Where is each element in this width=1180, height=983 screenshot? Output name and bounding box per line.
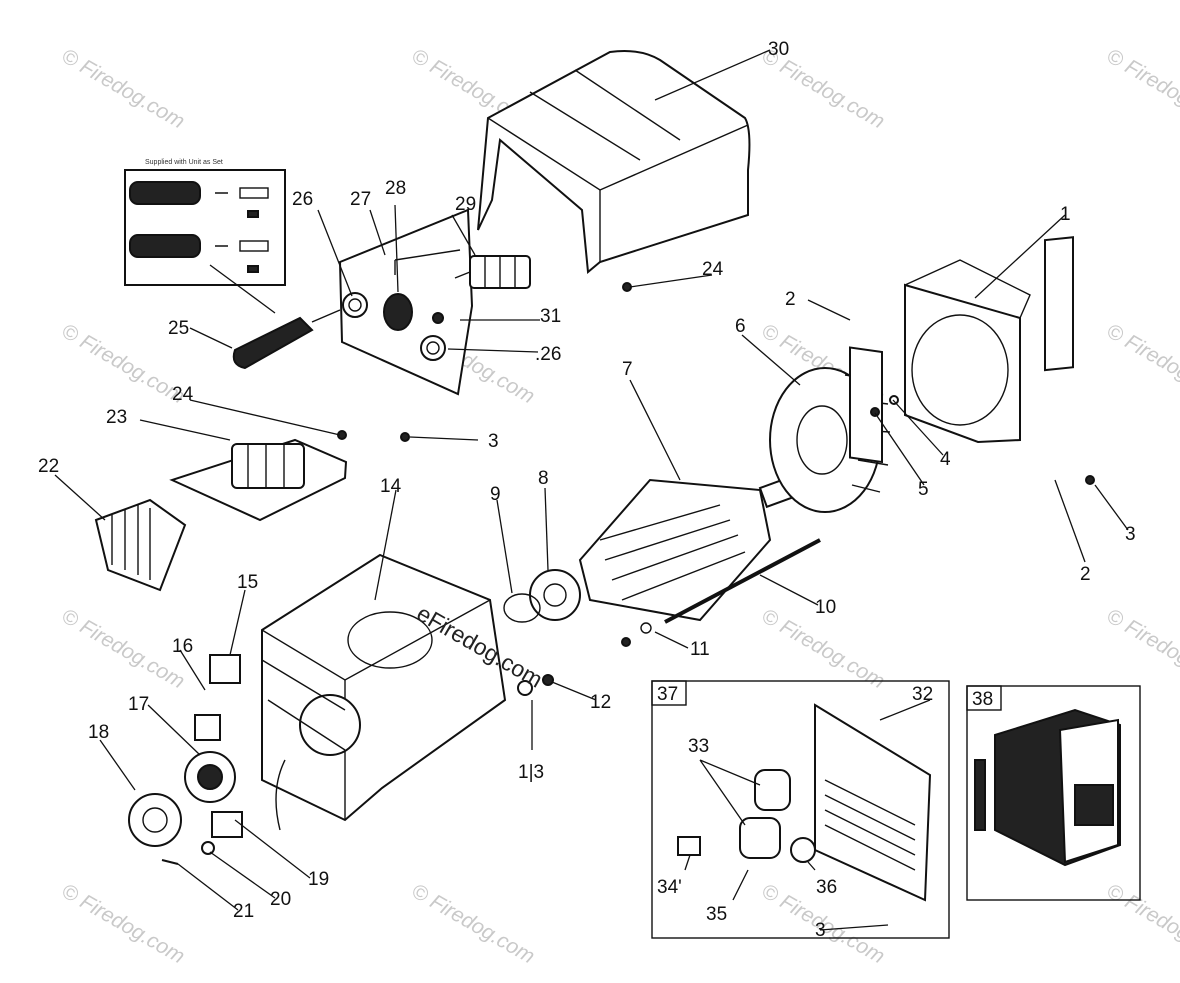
callout-24b: 24 xyxy=(702,259,724,280)
callout-6: 6 xyxy=(735,316,746,337)
part-22-rectifier xyxy=(94,498,187,592)
part-33-knob-1 xyxy=(754,769,791,811)
part-29-switch xyxy=(454,255,531,289)
armature-assembly xyxy=(503,473,821,696)
part-13-nut xyxy=(517,680,533,696)
callout-36: 36 xyxy=(816,877,837,898)
callout-2b: 2 xyxy=(1080,564,1091,585)
watermark: © Firedog.com xyxy=(1103,319,1180,408)
part-19-bracket xyxy=(211,811,243,838)
watermark: © Firedog.com xyxy=(58,44,189,133)
callout-2: 2 xyxy=(785,289,796,310)
callout-22: 22 xyxy=(38,456,59,477)
callout-13: 1|3 xyxy=(518,762,544,783)
part-1-frame xyxy=(904,259,1031,444)
callout-3b: 3 xyxy=(488,431,499,452)
part-34-switch xyxy=(677,836,701,856)
part-14-housing xyxy=(261,553,507,831)
supplied-set-note: Supplied with Unit as Set xyxy=(145,159,223,166)
callout-3c: 3 xyxy=(815,920,826,941)
part-30-lamp xyxy=(432,312,444,324)
part-33-knob-2 xyxy=(739,817,781,859)
part-25-plug xyxy=(232,309,341,370)
small-parts-left xyxy=(128,654,243,865)
callout-29: 29 xyxy=(455,194,476,215)
watermark: © Firedog.com xyxy=(1103,44,1180,133)
callout-5: 5 xyxy=(918,479,929,500)
callout-38: 38 xyxy=(972,689,993,710)
callout-3a: 3 xyxy=(1125,524,1136,545)
small-screws xyxy=(337,282,1095,485)
part-23-board xyxy=(169,438,348,522)
callout-10: 10 xyxy=(815,597,836,618)
callout-23: 23 xyxy=(106,407,127,428)
part-31-cover xyxy=(477,50,751,274)
part-21-screw xyxy=(161,859,179,865)
callout-27: 27 xyxy=(350,189,371,210)
watermark: © Firedog.com xyxy=(58,879,189,968)
callout-34: 34' xyxy=(657,877,682,898)
box-37 xyxy=(651,680,950,939)
callout-18: 18 xyxy=(88,722,109,743)
part-2-strips xyxy=(849,236,1074,464)
callout-9: 9 xyxy=(490,484,501,505)
part-10-rod xyxy=(664,538,821,624)
watermark: © Firedog.com xyxy=(58,604,189,693)
part-9-ring xyxy=(503,593,541,623)
callout-24a: 24 xyxy=(172,384,194,405)
part-32-panel xyxy=(814,703,932,902)
watermark: © Firedog.com xyxy=(1103,879,1180,968)
callout-17: 17 xyxy=(128,694,149,715)
part-26-socket xyxy=(342,292,368,318)
box-38 xyxy=(966,685,1141,901)
callouts: 30 1 2 2 3 3 3 4 5 6 7 8 9 10 11 12 1|3 … xyxy=(38,39,1136,941)
part-28-knob xyxy=(383,293,413,331)
callout-28: 28 xyxy=(385,178,406,199)
part-11-washer xyxy=(640,622,652,634)
leader-lines xyxy=(54,49,1129,931)
callout-37: 37 xyxy=(657,684,678,705)
part-8-bearing xyxy=(529,569,581,621)
part-18-pulley xyxy=(128,793,182,847)
callout-25: 25 xyxy=(168,318,189,339)
callout-12: 12 xyxy=(590,692,611,713)
callout-15: 15 xyxy=(237,572,258,593)
callout-1: 1 xyxy=(1060,204,1071,225)
callout-33: 33 xyxy=(688,736,709,757)
part-15-relay xyxy=(209,654,241,684)
part-26-socket-2 xyxy=(420,335,446,361)
callout-11: 11 xyxy=(690,639,710,660)
callout-31: 30 xyxy=(768,39,789,60)
part-16-part xyxy=(194,714,221,741)
callout-20: 20 xyxy=(270,889,291,910)
callout-30: 31 xyxy=(540,306,561,327)
callout-14: 14 xyxy=(380,476,402,497)
callout-32: 32 xyxy=(912,684,933,705)
watermark: © Firedog.com xyxy=(408,879,539,968)
front-panel xyxy=(338,208,474,396)
callout-26b: .26 xyxy=(535,344,561,365)
part-12-nut xyxy=(621,637,631,647)
part-36-light xyxy=(790,837,816,863)
part-20-clip xyxy=(201,841,215,855)
callout-7: 7 xyxy=(622,359,633,380)
callout-19: 19 xyxy=(308,869,329,890)
cable-plug-2 xyxy=(129,234,201,258)
callout-16: 16 xyxy=(172,636,193,657)
supplied-set-box: Supplied with Unit as Set xyxy=(124,159,286,286)
watermark: © Firedog.com xyxy=(1103,604,1180,693)
callout-35: 35 xyxy=(706,904,727,925)
callout-21: 21 xyxy=(233,901,254,922)
callout-4: 4 xyxy=(940,449,951,470)
cable-plug-1 xyxy=(129,181,201,205)
callout-26: 26 xyxy=(292,189,313,210)
callout-8: 8 xyxy=(538,468,549,489)
